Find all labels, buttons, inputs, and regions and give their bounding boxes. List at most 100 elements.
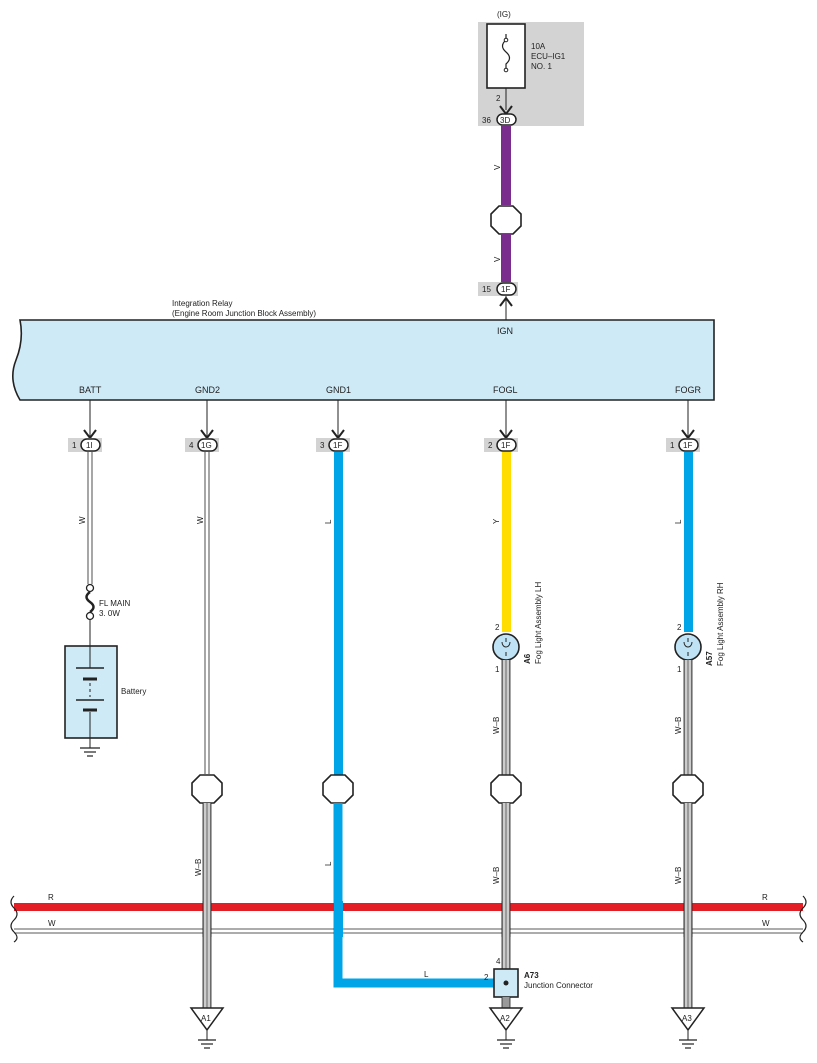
wire-color-fogr-mid: W–B <box>674 717 683 734</box>
wire-fogr-blue <box>684 452 693 632</box>
lamp-filament-icon <box>501 638 511 656</box>
bus-wire-red <box>14 903 803 911</box>
wire-color-gnd1-top: L <box>324 519 333 524</box>
fog-lh-name: Fog Light Assembly LH <box>534 582 543 664</box>
fusible-link-name: FL MAIN <box>99 599 130 608</box>
bus-wire-white <box>14 928 803 934</box>
fuse-terminal-top <box>503 37 509 43</box>
ground-icon <box>80 738 100 757</box>
wire-violet-bottom <box>501 234 511 282</box>
fuse-terminal-bottom <box>503 67 509 73</box>
splice-junction <box>322 774 354 804</box>
fog-lh-pin-in: 2 <box>495 623 500 632</box>
ground-a2-label: A2 <box>500 1014 510 1023</box>
wire-gnd2-white <box>204 452 210 774</box>
connector-3d-code: 3D <box>500 116 510 125</box>
junction-name: Junction Connector <box>524 981 593 990</box>
wire-color-gnd1-horizontal: L <box>424 970 429 979</box>
relay-terminal-batt: BATT <box>79 385 102 395</box>
relay-ign-label: IGN <box>497 326 513 336</box>
relay-output-gnd1 <box>316 400 350 452</box>
arrow-icon <box>499 296 513 307</box>
connector-fogr-pin: 1 <box>670 441 675 450</box>
relay-output-batt <box>68 400 102 452</box>
wire-color-gnd2-bottom: W–B <box>194 859 203 876</box>
wire-color-gnd1-bottom: L <box>324 861 333 866</box>
junction-code: A73 <box>524 971 539 980</box>
relay-terminal-gnd1: GND1 <box>326 385 351 395</box>
wire-color-bus-red-right: R <box>762 893 768 902</box>
connector-gnd1-code: 1F <box>333 441 342 450</box>
connector-fogl-code: 1F <box>501 441 510 450</box>
fog-rh-pin-out: 1 <box>677 665 682 674</box>
wire-color-fogl-top: Y <box>492 518 501 524</box>
relay-output-gnd2 <box>185 400 219 452</box>
wire-color-bus-red: R <box>48 893 54 902</box>
wire-gnd1-blue-top <box>334 452 343 776</box>
bus-break-left-icon <box>10 895 18 943</box>
wire-color-bus-white: W <box>48 919 56 928</box>
battery-label: Battery <box>121 687 146 696</box>
connector-fogr-code: 1F <box>683 441 692 450</box>
wire-color-v-bottom: V <box>493 256 502 262</box>
fusible-link-rating: 3. 0W <box>99 609 120 618</box>
relay-terminal-fogr: FOGR <box>675 385 701 395</box>
ground-a1-label: A1 <box>201 1014 211 1023</box>
wire-color-batt: W <box>78 516 87 524</box>
fog-rh-pin-in: 2 <box>677 623 682 632</box>
relay-title: Integration Relay <box>172 299 232 308</box>
wire-color-fogl-mid: W–B <box>492 717 501 734</box>
junction-node-icon <box>503 980 509 986</box>
wire-junction-ground <box>501 997 511 1008</box>
wire-batt-white <box>87 452 93 584</box>
fuse-supply-label: (IG) <box>497 10 511 19</box>
connector-gnd2-code: 1G <box>201 441 212 450</box>
wire-color-fogl-bottom: W–B <box>492 867 501 884</box>
wire-color-gnd2: W <box>196 516 205 524</box>
connector-ign-code: 1F <box>501 285 510 294</box>
fuse-element-icon <box>501 34 511 70</box>
relay-output-fogl <box>484 400 518 452</box>
fog-lh-pin-out: 1 <box>495 665 500 674</box>
battery-icon <box>76 646 104 738</box>
connector-fogl-pin: 2 <box>488 441 493 450</box>
wire-gnd1-blue-bottom <box>333 803 494 988</box>
fog-rh-name: Fog Light Assembly RH <box>716 582 725 666</box>
relay-terminal-gnd2: GND2 <box>195 385 220 395</box>
bus-break-right-icon <box>799 895 807 943</box>
wire-fogl-white-black-bottom <box>501 803 511 969</box>
connector-gnd2-pin: 4 <box>189 441 194 450</box>
fuse-number: NO. 1 <box>531 62 552 71</box>
fusible-link-terminal <box>85 611 95 621</box>
connector-3d-pin: 36 <box>482 116 491 125</box>
connector-ign-1f <box>496 282 517 296</box>
wire-fogl-yellow <box>502 452 511 632</box>
fusible-link-terminal <box>85 583 95 593</box>
fog-lh-code: A6 <box>523 653 532 664</box>
wire-violet-top <box>501 125 511 205</box>
splice-junction <box>490 205 522 235</box>
wire-fogr-white-black-mid <box>683 660 693 776</box>
fusible-link-icon <box>85 590 95 614</box>
ground-a3-label: A3 <box>682 1014 692 1023</box>
junction-pin-left: 2 <box>484 973 489 982</box>
wire-color-bus-white-right: W <box>762 919 770 928</box>
fuse-name: ECU–IG1 <box>531 52 566 61</box>
junction-pin-top: 4 <box>496 957 501 966</box>
fuse-body <box>486 23 526 89</box>
wire-crossing-overlay <box>202 901 693 937</box>
relay-body <box>12 319 715 401</box>
relay-terminal-fogl: FOGL <box>493 385 518 395</box>
wire-fogl-white-black-mid <box>501 660 511 776</box>
fuse-rating: 10A <box>531 42 546 51</box>
connector-batt-pin: 1 <box>72 441 77 450</box>
splice-junction <box>490 774 522 804</box>
connector-batt-code: 1I <box>86 441 93 450</box>
connector-gnd1-pin: 3 <box>320 441 325 450</box>
connector-ign-pin: 15 <box>482 285 491 294</box>
ground-point-a1 <box>189 1007 225 1049</box>
ground-point-a2 <box>488 1007 524 1049</box>
battery-body <box>64 645 118 739</box>
relay-output-fogr <box>666 400 700 452</box>
